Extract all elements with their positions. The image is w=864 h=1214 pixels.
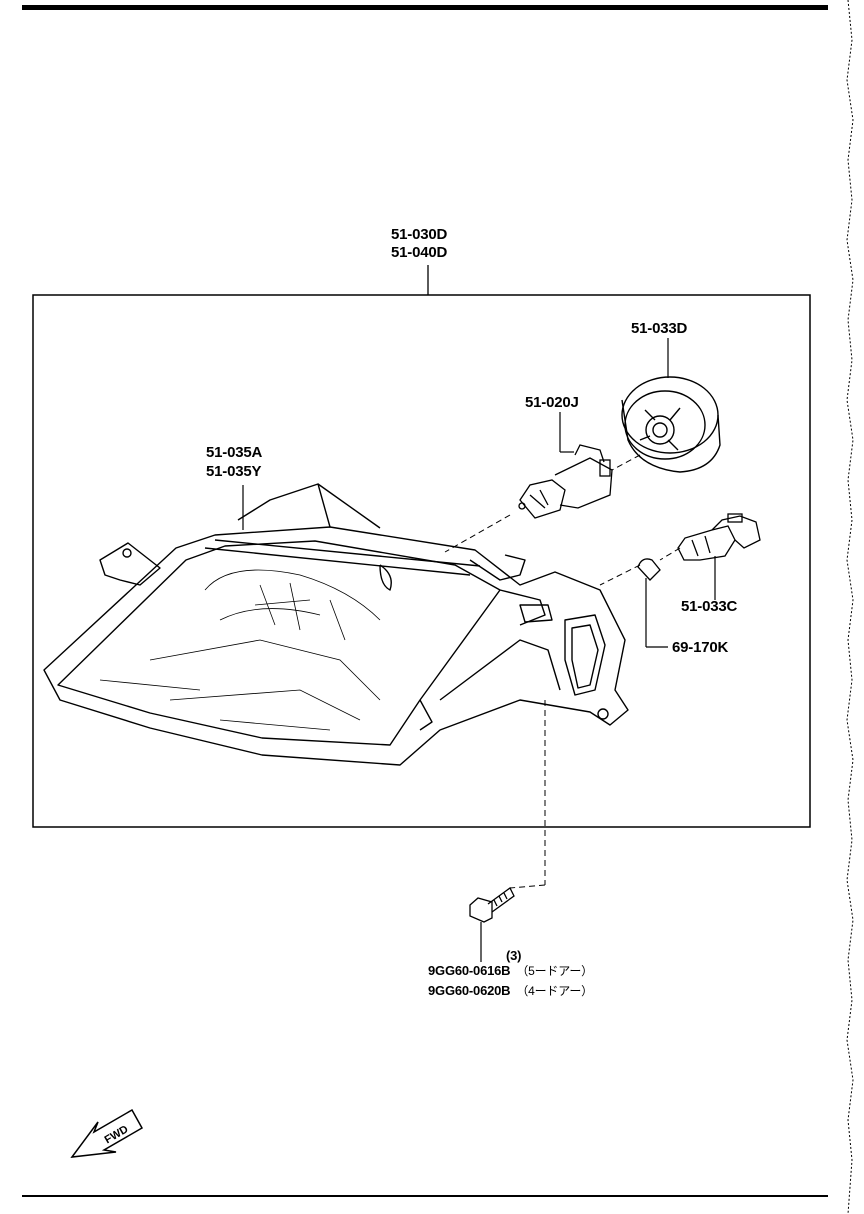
dashed-leaders — [444, 454, 681, 889]
fwd-arrow-icon — [70, 1108, 144, 1158]
socket-drawing — [677, 513, 761, 561]
bolt-b-note: （4ードアー） — [516, 984, 593, 998]
small-bulb-drawing — [637, 558, 661, 581]
top-rule — [22, 5, 828, 10]
label-seal-b: 51-035Y — [206, 463, 262, 480]
label-socket: 51-033C — [681, 598, 738, 615]
label-small-bulb: 69-170K — [672, 639, 729, 656]
torn-right-edge — [846, 0, 854, 1214]
socket-cover-drawing — [621, 376, 721, 473]
lens-texture — [99, 569, 381, 731]
label-bolt-a: 9GG60-0616B （5ードアー） — [428, 963, 593, 979]
headlight-housing — [43, 483, 629, 766]
label-main-bulb: 51-020J — [525, 394, 579, 411]
label-assembly-b: 51-040D — [391, 244, 448, 261]
label-leaders — [242, 338, 716, 962]
label-socket-cover: 51-033D — [631, 320, 688, 337]
bolt-a-note: （5ードアー） — [516, 964, 593, 978]
bolt-b-part-number: 9GG60-0620B — [428, 983, 511, 998]
label-bolt-b: 9GG60-0620B （4ードアー） — [428, 983, 593, 999]
label-bolt-qty: (3) — [506, 948, 522, 963]
bolt-a-part-number: 9GG60-0616B — [428, 963, 511, 978]
assembly-frame — [32, 294, 811, 828]
bolt-drawing — [469, 887, 515, 923]
main-bulb-drawing — [518, 444, 613, 519]
label-assembly-a: 51-030D — [391, 226, 448, 243]
label-seal-a: 51-035A — [206, 444, 263, 461]
